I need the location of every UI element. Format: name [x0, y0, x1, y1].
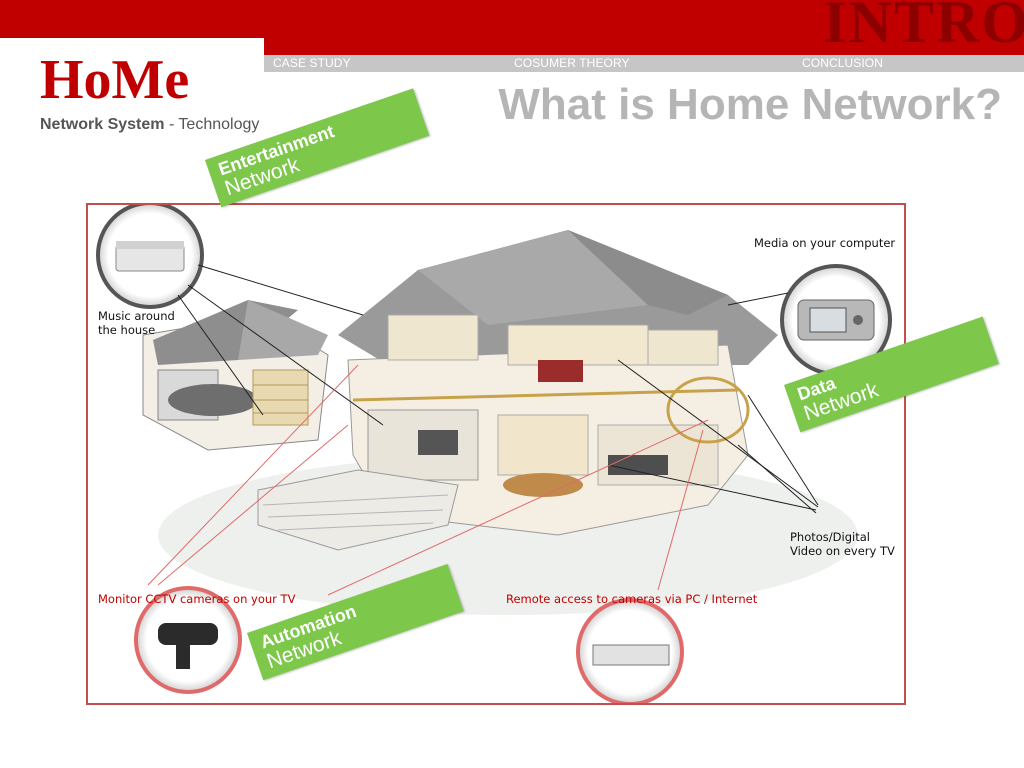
deck — [257, 469, 459, 551]
camera-lines — [147, 364, 709, 596]
callout-cctv: Monitor CCTV cameras on your TV — [98, 592, 296, 606]
nav-bar: CASE STUDY COSUMER THEORY CONCLUSION — [264, 55, 1024, 72]
home-network-figure: Music around the house Media on your com… — [86, 203, 906, 705]
connector-lines — [177, 264, 819, 514]
subtitle-strong: Network System — [40, 116, 165, 133]
logo-panel — [0, 38, 264, 148]
callout-remote: Remote access to cameras via PC / Intern… — [506, 592, 758, 606]
callout-media: Media on your computer — [754, 236, 896, 250]
nav-conclusion[interactable]: CONCLUSION — [802, 56, 884, 70]
brand-logo: HoMe — [40, 49, 190, 111]
callout-photos-line2: Video on every TV — [790, 544, 895, 558]
subtitle-rest: - Technology — [164, 116, 260, 133]
callout-photos: Photos/Digital Video on every TV — [790, 530, 895, 558]
cctv-camera — [158, 623, 218, 645]
callout-music-line2: the house — [98, 323, 156, 337]
brand-subtitle: Network System - Technology — [40, 116, 259, 134]
section-tag: INTRO — [823, 0, 1024, 55]
callout-music: Music around the house — [98, 309, 175, 337]
slide-title: What is Home Network? — [498, 80, 1002, 129]
dvr-device — [592, 644, 670, 666]
nav-consumer-theory[interactable]: COSUMER THEORY — [514, 56, 630, 70]
garage — [142, 300, 329, 451]
nav-case-study[interactable]: CASE STUDY — [273, 56, 351, 70]
callout-photos-line1: Photos/Digital — [790, 530, 870, 544]
house-illustration — [96, 205, 892, 703]
callout-music-line1: Music around — [98, 309, 175, 323]
